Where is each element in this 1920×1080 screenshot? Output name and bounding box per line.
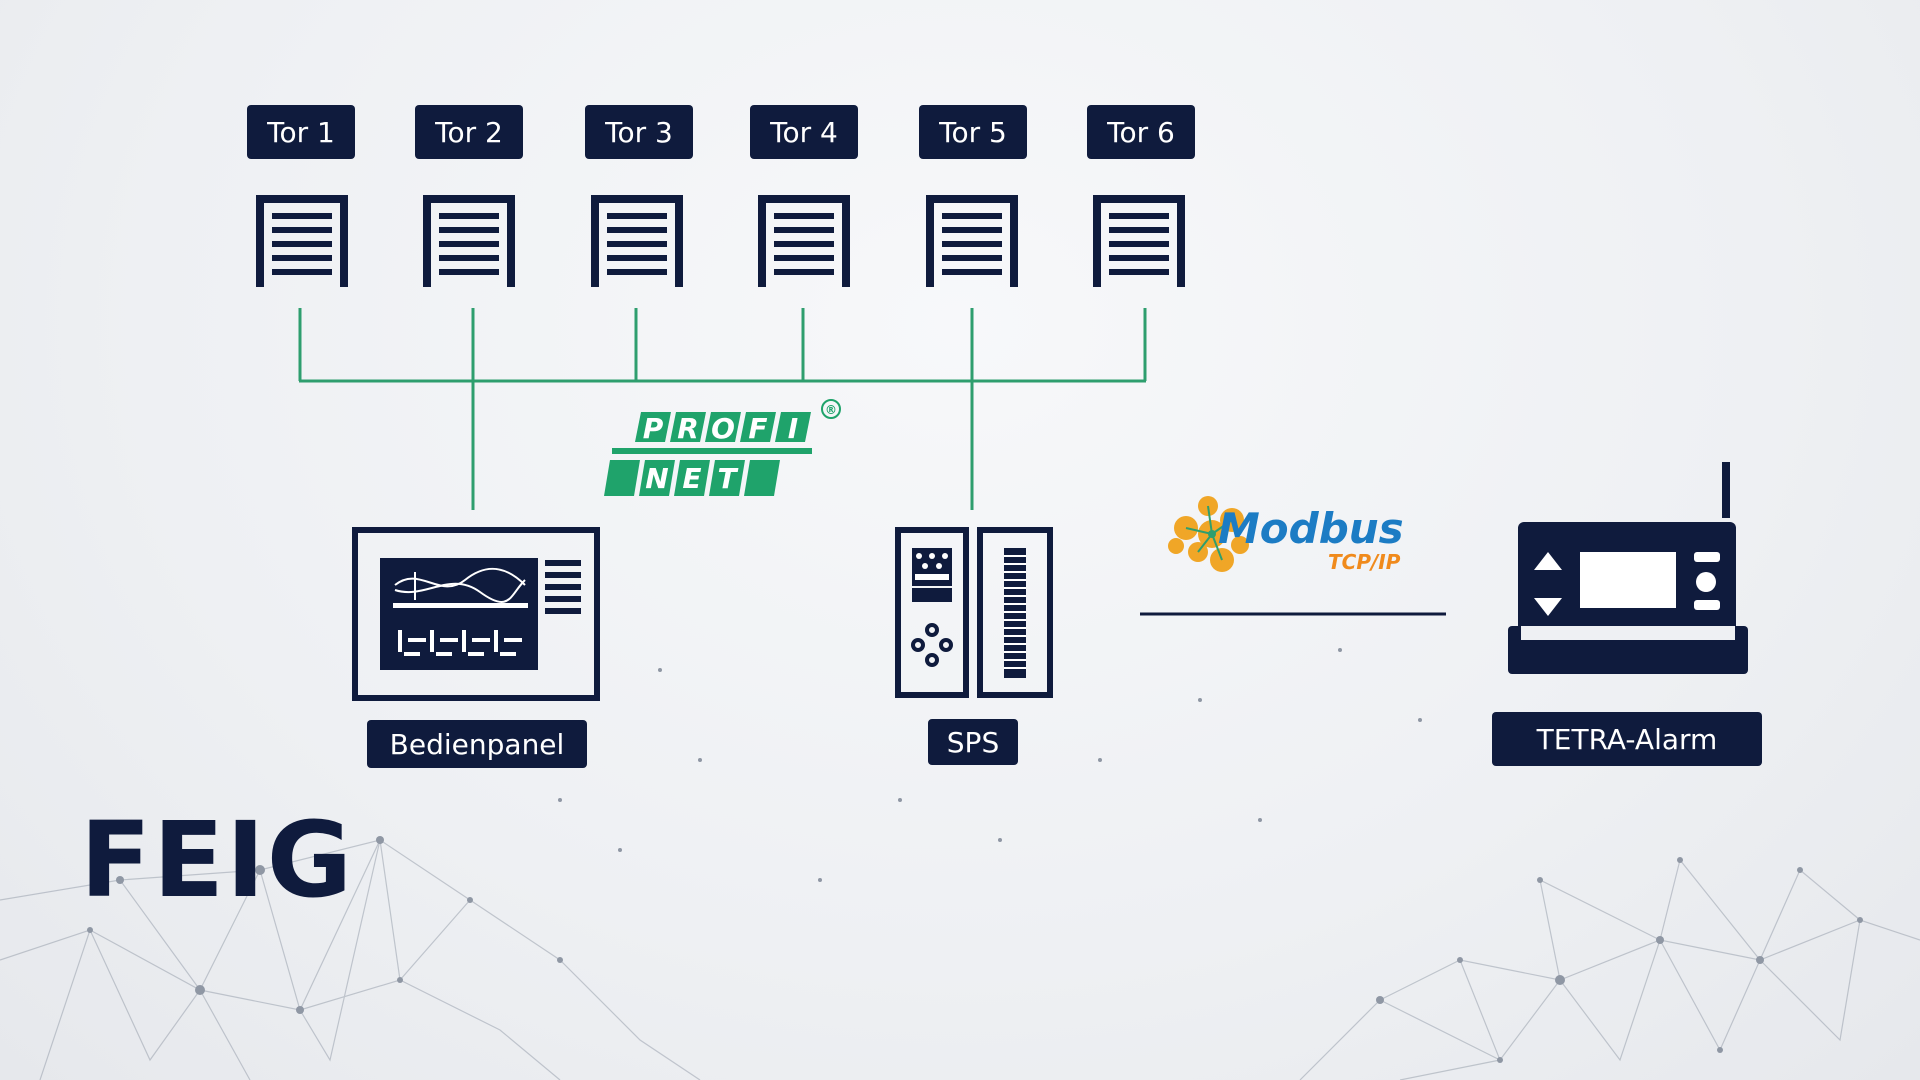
tetra-alarm-label: TETRA-Alarm: [1492, 712, 1762, 766]
profinet-letter: P: [643, 412, 664, 445]
profinet-letter: O: [711, 412, 735, 445]
registered-mark: ®: [825, 403, 837, 417]
gate-label-5: Tor 5: [919, 105, 1027, 159]
gate-label-2: Tor 2: [415, 105, 523, 159]
profinet-letter: T: [717, 462, 738, 495]
modbus-logo-subtext: TCP/IP: [1328, 550, 1401, 574]
profinet-letter: N: [645, 462, 668, 495]
gate-label-4: Tor 4: [750, 105, 858, 159]
profinet-letter: R: [677, 412, 699, 445]
profinet-letter: F: [748, 412, 767, 445]
gate-label-3: Tor 3: [585, 105, 693, 159]
hmi-panel-label: Bedienpanel: [367, 720, 587, 768]
antenna-icon: [1722, 462, 1730, 518]
profinet-letter: I: [788, 412, 798, 445]
profinet-letter: E: [682, 462, 701, 495]
modbus-logo-text: Modbus: [1218, 504, 1404, 553]
gate-label-6: Tor 6: [1087, 105, 1195, 159]
plc-label: SPS: [928, 719, 1018, 765]
feig-brand-logo: FEIG: [80, 799, 355, 921]
gate-label-1: Tor 1: [247, 105, 355, 159]
